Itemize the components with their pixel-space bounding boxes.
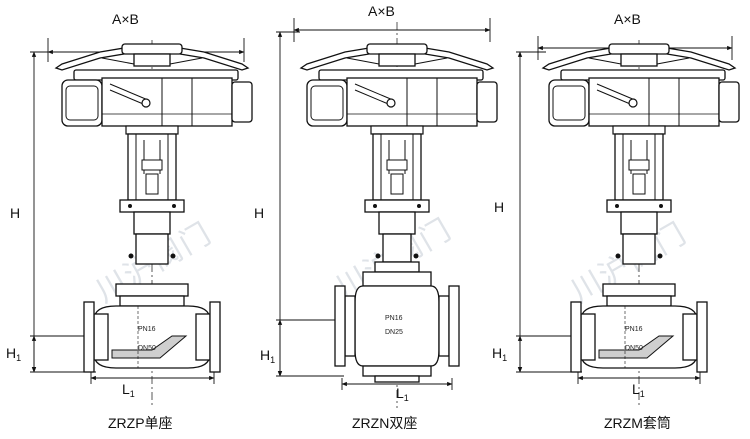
- zrzm-h1-label: H1: [492, 345, 507, 363]
- zrzm-stem: [615, 233, 663, 265]
- valve-zrzp: A×B H H1 L1 PN16 DN50 ZRZP单座: [6, 11, 253, 431]
- zrzm-caption: ZRZM套筒: [604, 415, 671, 431]
- zrzm-l1-label: L1: [632, 381, 645, 399]
- zrzp-caption: ZRZP单座: [108, 415, 173, 431]
- zrzp-pn-label: PN16: [138, 326, 156, 333]
- zrzn-dn-label: DN25: [385, 329, 403, 336]
- zrzm-pn-label: PN16: [625, 326, 643, 333]
- zrzn-pn-label: PN16: [385, 315, 403, 322]
- zrzn-caption: ZRZN双座: [352, 415, 417, 431]
- zrzp-stem: [128, 233, 176, 265]
- zrzp-h1-label: H1: [6, 345, 21, 363]
- zrzn-stem: [375, 233, 419, 263]
- zrzm-dn-label: DN50: [625, 345, 643, 352]
- zrzp-width-label: A×B: [112, 11, 139, 27]
- zrzm-width-label: A×B: [614, 11, 641, 27]
- zrzm-height-label: H: [494, 199, 504, 215]
- zrzp-dn-label: DN50: [138, 345, 156, 352]
- zrzn-l1-label: L1: [396, 385, 409, 403]
- zrzn-h1-label: H1: [260, 347, 275, 365]
- valve-zrzn: A×B H H1 L1 PN16 DN25 ZRZN双座: [254, 3, 498, 431]
- zrzp-l1-label: L1: [122, 381, 135, 399]
- valve-zrzm: A×B H H1 L1 PN16 DN50 ZRZM套筒: [492, 11, 740, 431]
- zrzn-height-label: H: [254, 205, 264, 221]
- zrzn-width-label: A×B: [368, 3, 395, 19]
- zrzp-height-label: H: [10, 205, 20, 221]
